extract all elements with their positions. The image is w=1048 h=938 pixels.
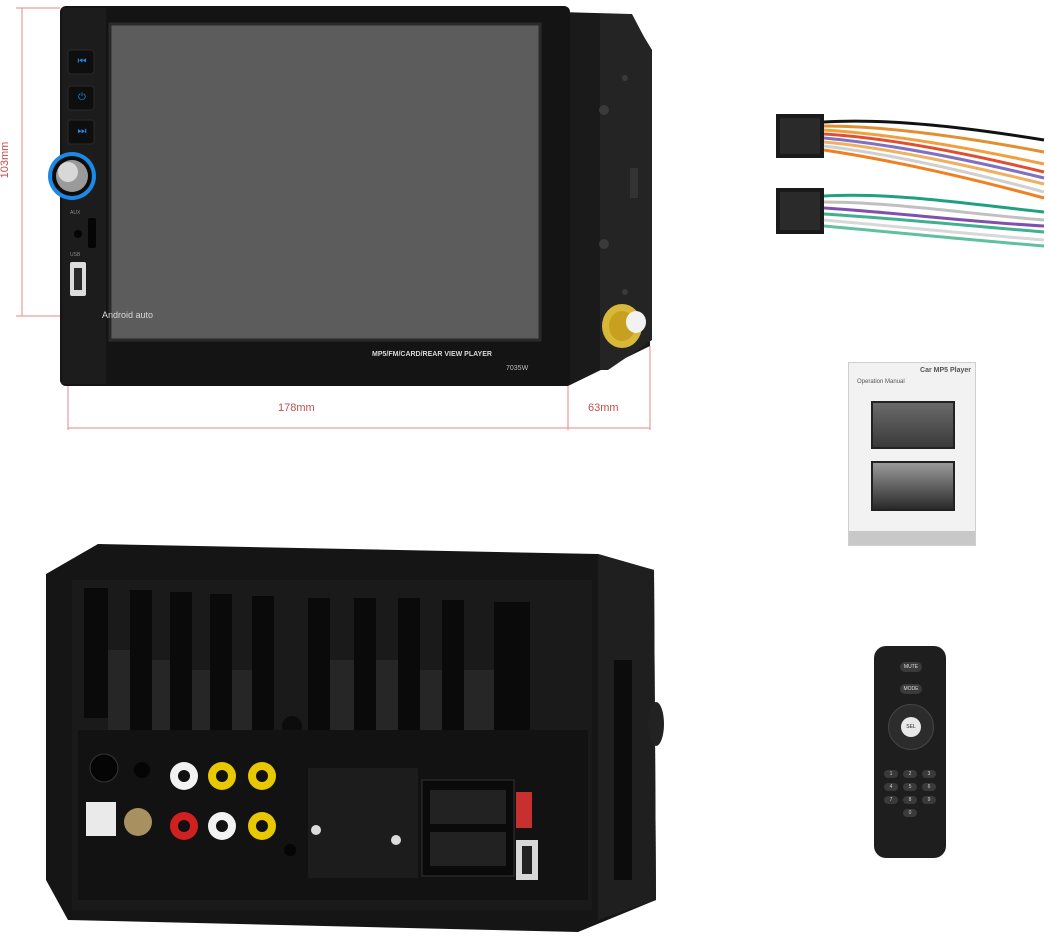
remote-key: 3	[922, 770, 936, 778]
manual-title: Car MP5 Player	[920, 367, 971, 374]
remote-mode-button: MODE	[900, 684, 922, 694]
camera-connector	[86, 802, 116, 836]
remote-key: 2	[903, 770, 917, 778]
remote-mute-button: MUTE	[900, 662, 922, 672]
fuse	[516, 792, 532, 828]
remote-key: 7	[884, 796, 898, 804]
antenna-port	[89, 753, 119, 783]
remote-key: 6	[922, 783, 936, 791]
operation-manual: Car MP5 Player Operation Manual	[848, 362, 976, 546]
aux-label: AUX	[70, 210, 81, 216]
next-icon: ⏭	[77, 126, 87, 137]
power-icon: ⏻	[78, 92, 86, 103]
model-strip-text: MP5/FM/CARD/REAR VIEW PLAYER	[372, 351, 492, 358]
head-unit-back	[46, 544, 664, 932]
model-number: 7035W	[506, 365, 529, 372]
touch-screen	[110, 24, 540, 340]
remote-number-pad: 1 2 3 4 5 6 7 8 9 0	[884, 770, 936, 817]
remote-select-button: SEL	[901, 717, 921, 737]
remote-key: 8	[903, 796, 917, 804]
remote-key: 0	[903, 809, 917, 817]
usb-label: USB	[70, 252, 81, 258]
remote-dpad: SEL	[888, 704, 934, 750]
remote-key: 1	[884, 770, 898, 778]
remote-key: 5	[903, 783, 917, 791]
brand-text: Android auto	[102, 310, 153, 320]
manual-image-bottom	[871, 461, 955, 511]
manual-subtitle: Operation Manual	[857, 379, 905, 385]
heat-sink-fins	[84, 588, 530, 770]
front-buttons	[67, 49, 95, 145]
remote-control: MUTE MODE SEL 1 2 3 4 5 6 7 8 9 0	[874, 646, 946, 858]
manual-image-top	[871, 401, 955, 449]
rca-jacks	[170, 762, 276, 840]
head-unit-front-figure: AUX USB Android auto MP5/FM/CARD/REAR VI…	[16, 6, 652, 430]
depth-dimension-label: 63mm	[588, 402, 619, 414]
volume-knob	[48, 152, 96, 200]
width-dimension-label: 178mm	[278, 402, 315, 414]
height-dimension-label: 103mm	[0, 141, 11, 179]
remote-key: 9	[922, 796, 936, 804]
aux-port	[74, 230, 82, 238]
wiring-harness	[776, 114, 1045, 248]
previous-icon: ⏮	[77, 56, 87, 67]
sd-slot	[88, 218, 96, 248]
remote-key: 4	[884, 783, 898, 791]
